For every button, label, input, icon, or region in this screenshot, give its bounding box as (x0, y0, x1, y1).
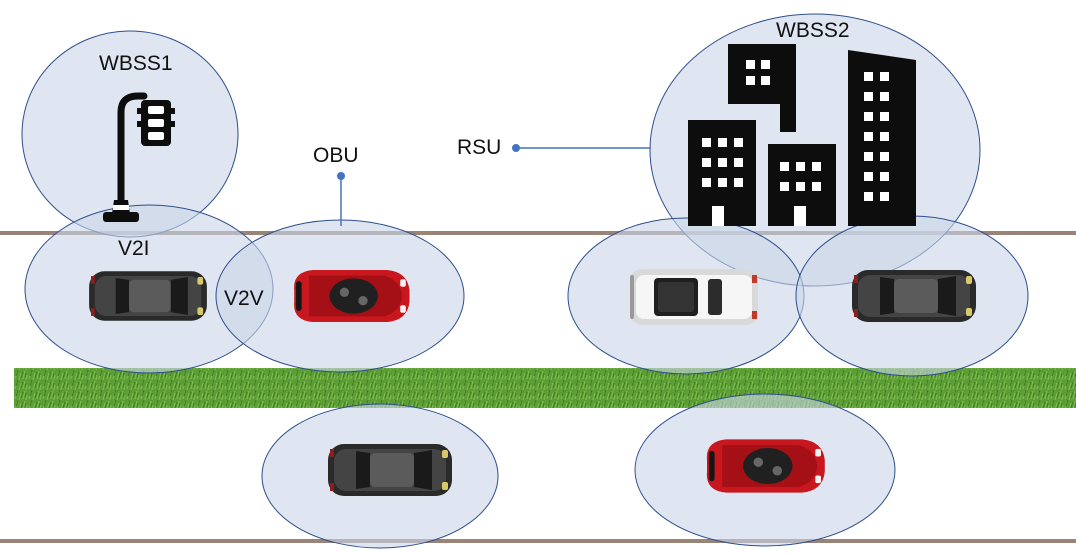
traffic-light-icon (103, 92, 175, 222)
rsu-callout-dot (512, 144, 520, 152)
wbss2-label: WBSS2 (776, 19, 850, 42)
obu-label: OBU (313, 144, 359, 167)
obu-callout-dot (337, 172, 345, 180)
white-car-icon (630, 269, 758, 325)
black-car-icon (328, 444, 452, 496)
red-car-icon (294, 269, 410, 323)
v2v-label: V2V (224, 287, 264, 310)
black-car-icon (852, 270, 976, 322)
wbss1-label: WBSS1 (99, 52, 173, 75)
red-car-icon (706, 439, 825, 493)
v2i-label: V2I (118, 237, 150, 260)
rsu-label: RSU (457, 136, 502, 159)
black-car-icon (89, 271, 207, 321)
